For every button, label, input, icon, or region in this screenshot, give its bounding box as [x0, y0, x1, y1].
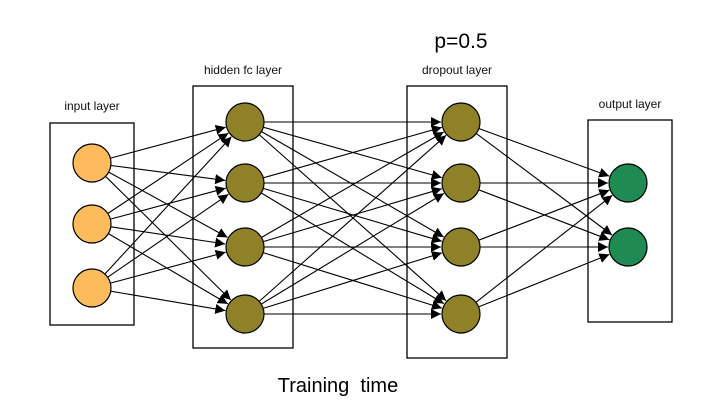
- dropout-neuron-1: [441, 102, 481, 142]
- dropout-layer-nodes: [441, 102, 481, 334]
- dropout-layer-box: [406, 85, 508, 359]
- input-neuron-1: [72, 143, 112, 183]
- edge-dropout-1-to-output-2: [475, 132, 613, 236]
- input-layer-box: [49, 122, 135, 326]
- input-neuron-3: [72, 268, 112, 308]
- dropout-probability-label: p=0.5: [434, 30, 487, 53]
- hidden-fc-layer-box: [192, 85, 294, 349]
- dropout-neuron-3: [441, 227, 481, 267]
- output-neuron-2: [608, 227, 648, 267]
- edge-dropout-1-to-output-1: [478, 127, 610, 178]
- edge-hidden-3-to-dropout-1: [261, 131, 444, 238]
- edge-input-3-to-hidden-2: [107, 193, 229, 278]
- input-layer-nodes: [72, 143, 112, 308]
- edge-input-3-to-hidden-3: [110, 249, 226, 284]
- input-neuron-2: [72, 204, 112, 244]
- hidden-fc-layer-nodes: [225, 102, 265, 334]
- input-layer-label: input layer: [64, 99, 119, 113]
- edge-input-1-to-hidden-1: [110, 124, 226, 159]
- edge-input-1-to-hidden-4: [105, 175, 232, 301]
- hidden-neuron-2: [225, 163, 265, 203]
- dropout-neuron-4: [441, 294, 481, 334]
- edge-input-2-to-hidden-4: [108, 233, 229, 305]
- edge-input-2-to-hidden-1: [107, 132, 229, 214]
- edge-hidden-4-to-dropout-2: [260, 192, 445, 305]
- hidden-fc-layer-label: hidden fc layer: [204, 63, 282, 77]
- edge-input-3-to-hidden-4: [110, 290, 226, 314]
- diagram-caption: Training time: [278, 375, 398, 397]
- output-neuron-1: [608, 163, 648, 203]
- edge-hidden-4-to-dropout-1: [258, 134, 447, 302]
- dropout-layer-label: dropout layer: [422, 63, 492, 77]
- dropout-neuron-2: [441, 163, 481, 203]
- output-layer-box: [587, 119, 673, 323]
- edge-input-2-to-hidden-2: [110, 185, 226, 220]
- hidden-neuron-3: [225, 227, 265, 267]
- output-layer-nodes: [608, 163, 648, 267]
- edge-dropout-4-to-output-2: [478, 253, 610, 308]
- hidden-neuron-4: [225, 294, 265, 334]
- output-layer-label: output layer: [599, 97, 662, 111]
- hidden-neuron-1: [225, 102, 265, 142]
- edge-input-3-to-hidden-1: [104, 136, 232, 275]
- connection-edges: [104, 117, 613, 319]
- edge-dropout-4-to-output-1: [475, 194, 613, 303]
